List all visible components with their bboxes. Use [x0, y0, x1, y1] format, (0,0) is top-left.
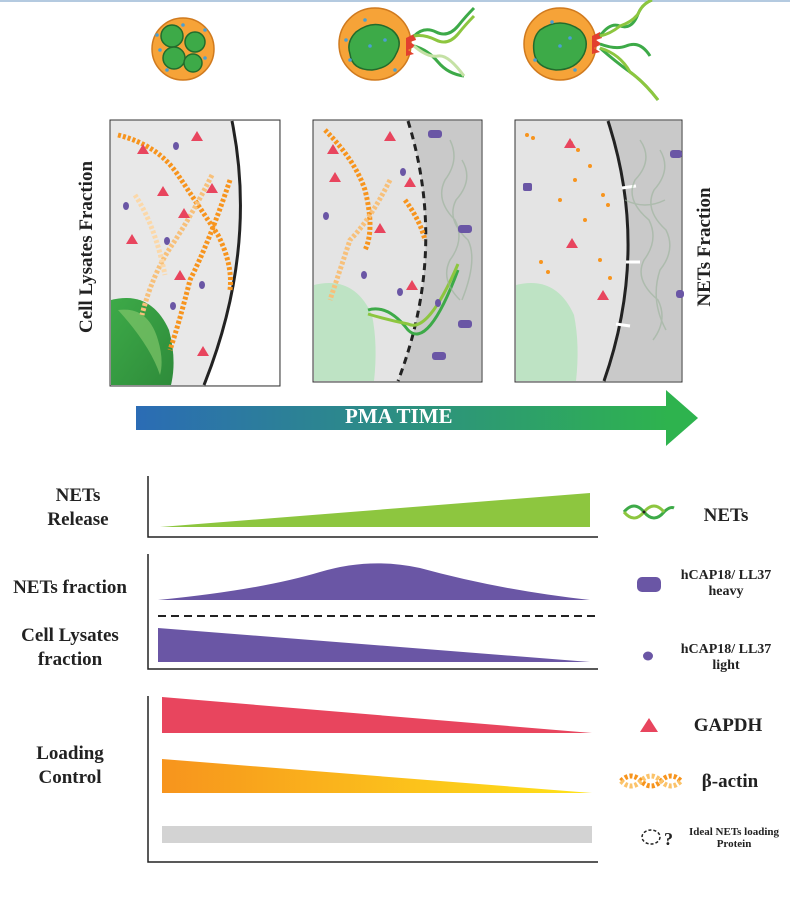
legend-hcap-light-label: hCAP18/ LL37 light	[680, 642, 772, 673]
nets-fraction-row-label: NETs fraction	[13, 577, 127, 598]
netosis-neutrophil-late-icon	[523, 0, 660, 101]
fraction-plot	[147, 554, 598, 670]
nets-release-label: NETs Release	[47, 485, 109, 530]
dashed-circle-question-icon: ?	[641, 829, 673, 849]
cell-lysates-row-label: Cell Lysates fraction	[21, 625, 119, 670]
loading-control-label: Loading Control	[36, 743, 104, 788]
nets-fraction-label: NETs Fraction	[694, 187, 715, 307]
legend-beta-actin-label: β-actin	[701, 771, 759, 792]
dna-strand-icon	[622, 504, 675, 520]
loading-control-plot	[147, 696, 598, 863]
cell-lysates-fraction-label: Cell Lysates Fraction	[76, 160, 97, 334]
nets-release-plot	[147, 476, 598, 538]
triangle-icon	[640, 718, 658, 732]
actin-chain-icon	[619, 773, 683, 789]
cell-panel-early	[109, 119, 281, 387]
rounded-rectangle-icon	[637, 577, 661, 592]
pma-time-label: PMA TIME	[345, 404, 453, 428]
legend-hcap-heavy-label: hCAP18/ LL37 heavy	[680, 568, 772, 599]
netosis-neutrophil-early-icon	[338, 6, 476, 81]
legend-gapdh-label: GAPDH	[693, 715, 763, 736]
pma-time-arrow	[136, 390, 698, 446]
legend-ideal-protein-label: Ideal NETs loading Protein	[688, 826, 780, 850]
svg-text:?: ?	[664, 829, 673, 849]
resting-neutrophil-icon	[151, 17, 215, 81]
cell-panel-middle	[312, 119, 483, 383]
small-oval-icon	[643, 651, 653, 661]
legend-nets-label: NETs	[703, 505, 749, 526]
cell-panel-late	[514, 119, 684, 383]
